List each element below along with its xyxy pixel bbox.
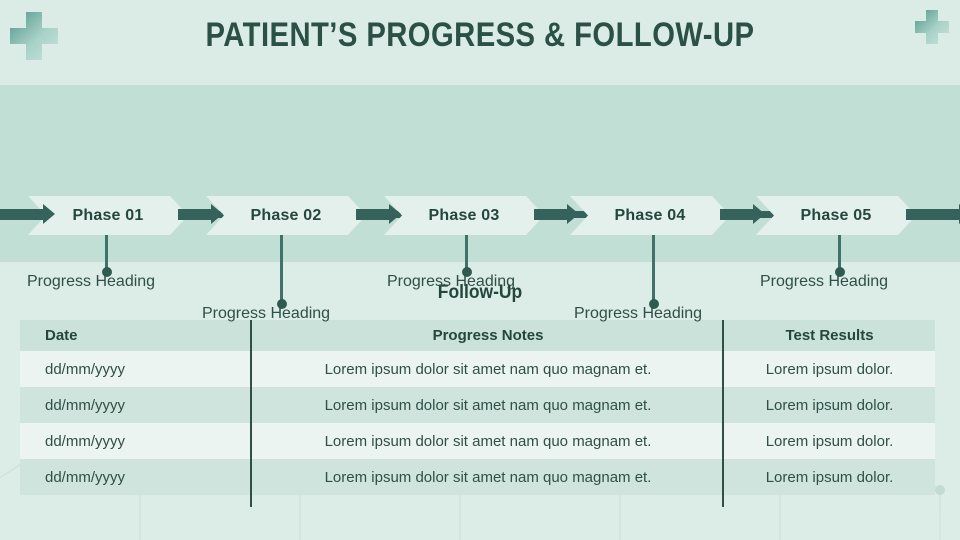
phase-label: Phase 02 bbox=[250, 206, 322, 224]
cell-date: dd/mm/yyyy bbox=[20, 387, 252, 423]
phase-label: Phase 04 bbox=[614, 206, 686, 224]
followup-title: Follow-Up bbox=[437, 282, 523, 303]
timeline-arrow-start bbox=[0, 204, 55, 224]
column-header-notes: Progress Notes bbox=[252, 320, 724, 351]
title-band: PATIENT’S PROGRESS & FOLLOW-UP bbox=[0, 0, 960, 85]
column-header-results: Test Results bbox=[724, 320, 935, 351]
medical-cross-icon bbox=[915, 10, 949, 44]
phase-heading-5: Progress Heading bbox=[760, 273, 889, 290]
timeline-band: Phase 01 Phase 02 Phase 03 Phase 04 Phas… bbox=[0, 85, 960, 322]
cell-date: dd/mm/yyyy bbox=[20, 351, 252, 387]
phase-heading-2: Progress Heading bbox=[202, 305, 331, 322]
phase-label: Phase 03 bbox=[428, 206, 500, 224]
table-row: dd/mm/yyyy Lorem ipsum dolor sit amet na… bbox=[20, 351, 935, 387]
phase-chevron-1[interactable]: Phase 01 bbox=[28, 196, 188, 235]
cell-results: Lorem ipsum dolor. bbox=[724, 459, 935, 495]
phase-label: Phase 01 bbox=[72, 206, 144, 224]
cell-date: dd/mm/yyyy bbox=[20, 423, 252, 459]
table-row: dd/mm/yyyy Lorem ipsum dolor sit amet na… bbox=[20, 459, 935, 495]
table-row: dd/mm/yyyy Lorem ipsum dolor sit amet na… bbox=[20, 423, 935, 459]
phase-heading-1: Progress Heading bbox=[27, 273, 156, 290]
phase-chevrons: Phase 01 Phase 02 Phase 03 Phase 04 Phas… bbox=[0, 85, 960, 262]
column-header-date: Date bbox=[20, 320, 252, 351]
timeline-arrow-end bbox=[906, 204, 960, 224]
cell-results: Lorem ipsum dolor. bbox=[724, 351, 935, 387]
phase-heading-4: Progress Heading bbox=[574, 305, 703, 322]
followup-table: Date Progress Notes Test Results dd/mm/y… bbox=[20, 320, 935, 495]
medical-cross-icon bbox=[10, 12, 58, 60]
timeline-arrow-3-4 bbox=[534, 204, 579, 224]
cell-results: Lorem ipsum dolor. bbox=[724, 387, 935, 423]
phase-chevron-2[interactable]: Phase 02 bbox=[206, 196, 366, 235]
timeline-arrow-4-5 bbox=[720, 204, 765, 224]
phase-chevron-5[interactable]: Phase 05 bbox=[756, 196, 916, 235]
table-header-row: Date Progress Notes Test Results bbox=[20, 320, 935, 351]
column-divider-1 bbox=[250, 320, 252, 507]
timeline-arrow-1-2 bbox=[178, 204, 223, 224]
phase-chevron-3[interactable]: Phase 03 bbox=[384, 196, 544, 235]
cell-results: Lorem ipsum dolor. bbox=[724, 423, 935, 459]
phase-heading-3: Progress Heading bbox=[387, 273, 516, 290]
phase-chevron-4[interactable]: Phase 04 bbox=[570, 196, 730, 235]
cell-notes: Lorem ipsum dolor sit amet nam quo magna… bbox=[252, 387, 724, 423]
table-row: dd/mm/yyyy Lorem ipsum dolor sit amet na… bbox=[20, 387, 935, 423]
followup-section: Follow-Up Date Progress Notes Test Resul… bbox=[0, 262, 960, 540]
cell-notes: Lorem ipsum dolor sit amet nam quo magna… bbox=[252, 351, 724, 387]
cell-date: dd/mm/yyyy bbox=[20, 459, 252, 495]
cell-notes: Lorem ipsum dolor sit amet nam quo magna… bbox=[252, 423, 724, 459]
column-divider-2 bbox=[722, 320, 724, 507]
phase-label: Phase 05 bbox=[800, 206, 872, 224]
timeline-arrow-2-3 bbox=[356, 204, 401, 224]
cell-notes: Lorem ipsum dolor sit amet nam quo magna… bbox=[252, 459, 724, 495]
page-title: PATIENT’S PROGRESS & FOLLOW-UP bbox=[205, 16, 755, 54]
